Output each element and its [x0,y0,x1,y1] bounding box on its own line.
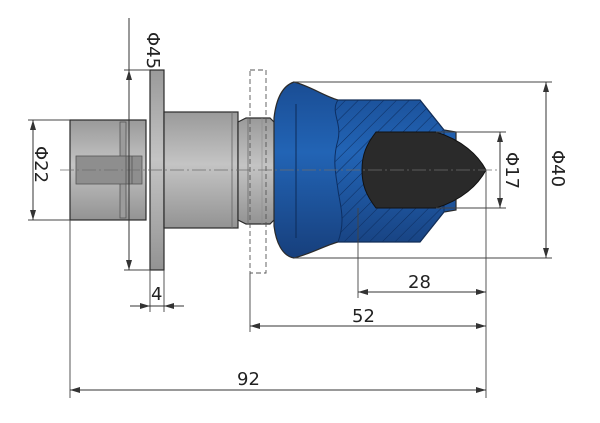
dim-label-overall-length: 92 [237,369,260,390]
dim-overall-length: 92 [70,369,486,393]
dim-tip-length: 28 [358,272,486,295]
dim-shank-diameter: Φ22 [28,119,70,221]
dim-label-shank-diameter: Φ22 [30,146,51,183]
dim-label-tip-diameter: Φ17 [501,152,522,189]
dim-flange-thickness: 4 [130,270,184,312]
dim-tip-diameter: Φ17 [436,131,522,209]
dim-label-flange-diameter: Φ45 [142,32,163,69]
dim-head-diameter: Φ40 [294,81,568,259]
neck-collar [237,117,277,225]
dim-label-flange-thickness: 4 [151,284,162,305]
dim-label-head-diameter: Φ40 [547,150,568,187]
dim-flange-diameter: Φ45 [124,18,163,271]
dim-head-length: 52 [250,306,486,329]
dim-label-tip-length: 28 [408,272,431,293]
dim-label-head-length: 52 [352,306,375,327]
sleeve-outline [249,69,267,274]
